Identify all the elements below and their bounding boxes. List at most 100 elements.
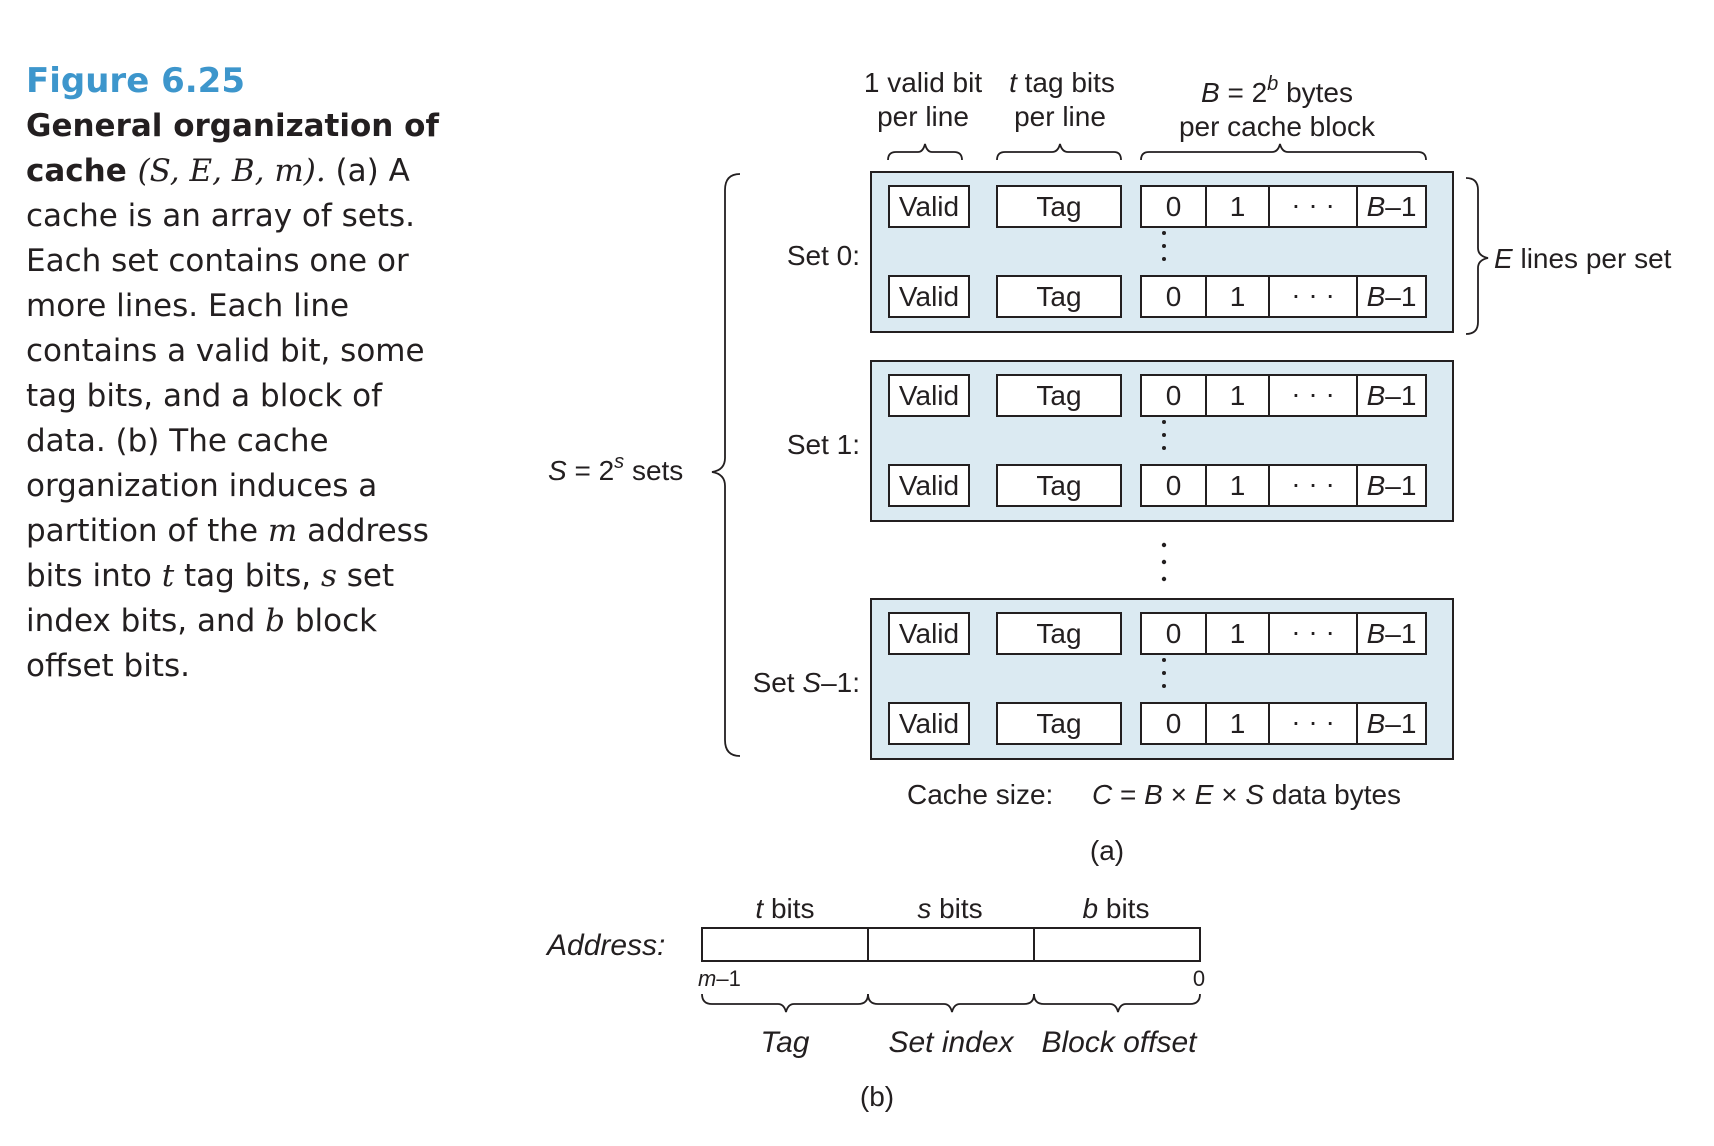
- tag-cell: [996, 702, 1122, 745]
- byte-last-cell: [1356, 612, 1427, 655]
- line-ellipsis-dot: [1162, 446, 1166, 450]
- sublabel-a: (a): [1090, 835, 1124, 866]
- byte-0-cell: [1140, 374, 1207, 417]
- byte-last-cell: [1356, 275, 1427, 318]
- figure-number: Figure 6.25: [26, 61, 245, 101]
- msb-suffix: –1: [716, 966, 740, 991]
- valid-cell: [888, 275, 970, 318]
- set-bits-text: bits: [931, 893, 982, 924]
- line-ellipsis-dot: [1162, 244, 1166, 248]
- byte-last-suffix: –1: [1385, 708, 1416, 739]
- tag-field-brace: [701, 993, 869, 1013]
- byte-1-cell: [1205, 374, 1270, 417]
- formula-times-1: ×: [1163, 779, 1195, 810]
- cache-size-formula: C = B × E × S data bytes: [1092, 779, 1401, 810]
- valid-brace: [887, 143, 963, 161]
- caption-body-2: address bits into: [26, 513, 429, 594]
- tag-cell-text: Tag: [1036, 708, 1081, 739]
- ellipsis-dot: [1161, 542, 1167, 548]
- set-label-prefix: Set 0:: [787, 240, 860, 271]
- tag-cell-text: Tag: [1036, 618, 1081, 649]
- lsb-label: 0: [1193, 966, 1205, 991]
- byte-last-var: B: [1367, 380, 1386, 411]
- byte-ellipsis-cell-text: · · ·: [1291, 616, 1335, 647]
- lines-label-rest: lines per set: [1513, 243, 1672, 274]
- sets-label-var: S: [548, 455, 567, 486]
- address-field-tag: t bits Tag: [701, 893, 869, 1059]
- byte-last-cell-text: B–1: [1367, 380, 1417, 411]
- lines-label: E lines per set: [1494, 243, 1672, 274]
- header-block-unit: bytes: [1278, 77, 1353, 108]
- byte-ellipsis-cell-text: · · ·: [1291, 189, 1335, 220]
- byte-ellipsis-cell: [1268, 374, 1358, 417]
- tag-cell-text: Tag: [1036, 191, 1081, 222]
- set-bits-var: s: [917, 893, 931, 924]
- byte-0-cell: [1140, 185, 1207, 228]
- set-label-suffix: –1:: [821, 667, 860, 698]
- address-tag-cell: [701, 927, 869, 962]
- formula-eq: =: [1112, 779, 1144, 810]
- set-bits-label: s bits: [917, 893, 982, 924]
- byte-last-cell: [1356, 185, 1427, 228]
- line-ellipsis-dot: [1162, 658, 1166, 662]
- byte-1-cell: [1205, 612, 1270, 655]
- tag-bits-text: bits: [763, 893, 814, 924]
- byte-0-cell: [1140, 464, 1207, 507]
- header-block-eq: = 2: [1220, 77, 1267, 108]
- set-label: Set 1:: [787, 429, 860, 460]
- byte-0-cell-text: 0: [1166, 380, 1182, 411]
- line-ellipsis-dot: [1162, 420, 1166, 424]
- lines-brace: [1465, 177, 1489, 335]
- figure-title: General organization of cache (S, E, B, …: [26, 108, 439, 189]
- tag-cell-text: Tag: [1036, 470, 1081, 501]
- sets-label: S = 2s sets: [548, 451, 683, 486]
- tag-cell-text: Tag: [1036, 281, 1081, 312]
- figure-title-prefix: General organization of cache: [26, 108, 439, 189]
- byte-0-cell-text: 0: [1166, 281, 1182, 312]
- tag-cell: [996, 464, 1122, 507]
- header-block-var: B: [1201, 77, 1220, 108]
- caption-var-s: s: [321, 558, 337, 594]
- formula-s: S: [1245, 779, 1264, 810]
- byte-1-cell-text: 1: [1230, 618, 1246, 649]
- tag-cell-text: Tag: [1036, 380, 1081, 411]
- block-offset-brace: [1033, 993, 1201, 1013]
- line-ellipsis-dot: [1162, 671, 1166, 675]
- byte-ellipsis-cell: [1268, 464, 1358, 507]
- byte-0-cell-text: 0: [1166, 708, 1182, 739]
- header-tag-text: tag bits: [1017, 67, 1115, 98]
- address-block-offset-cell: [1033, 927, 1201, 962]
- address-field-block-offset: b bits Block offset: [1033, 893, 1201, 1059]
- formula-unit: data bytes: [1264, 779, 1401, 810]
- valid-cell: [888, 374, 970, 417]
- tag-cell: [996, 374, 1122, 417]
- figure-caption-text: General organization of cache (S, E, B, …: [26, 104, 456, 689]
- header-block-exp: b: [1267, 73, 1278, 95]
- byte-ellipsis-cell-text: · · ·: [1291, 706, 1335, 737]
- byte-last-cell-text: B–1: [1367, 470, 1417, 501]
- byte-last-var: B: [1367, 470, 1386, 501]
- set-label: Set S–1:: [753, 667, 860, 698]
- caption-body-4: set index bits, and: [26, 558, 395, 639]
- byte-last-cell: [1356, 374, 1427, 417]
- figure-title-math: (S, E, B, m).: [137, 153, 326, 189]
- header-tag-line-1: t tag bits: [1009, 67, 1115, 98]
- byte-0-cell-text: 0: [1166, 470, 1182, 501]
- tag-bits-label: t bits: [755, 893, 814, 924]
- block-brace: [1140, 143, 1427, 161]
- byte-last-suffix: –1: [1385, 191, 1416, 222]
- set-index-field-name: Set index: [888, 1026, 1014, 1059]
- byte-last-suffix: –1: [1385, 618, 1416, 649]
- header-tag-bits: t tag bits per line: [996, 67, 1122, 161]
- formula-c: C: [1092, 779, 1113, 810]
- byte-last-cell: [1356, 702, 1427, 745]
- valid-cell: [888, 185, 970, 228]
- header-valid-bit: 1 valid bit per line: [864, 67, 982, 161]
- byte-last-cell-text: B–1: [1367, 708, 1417, 739]
- byte-ellipsis-cell: [1268, 702, 1358, 745]
- tag-bits-var: t: [755, 893, 764, 924]
